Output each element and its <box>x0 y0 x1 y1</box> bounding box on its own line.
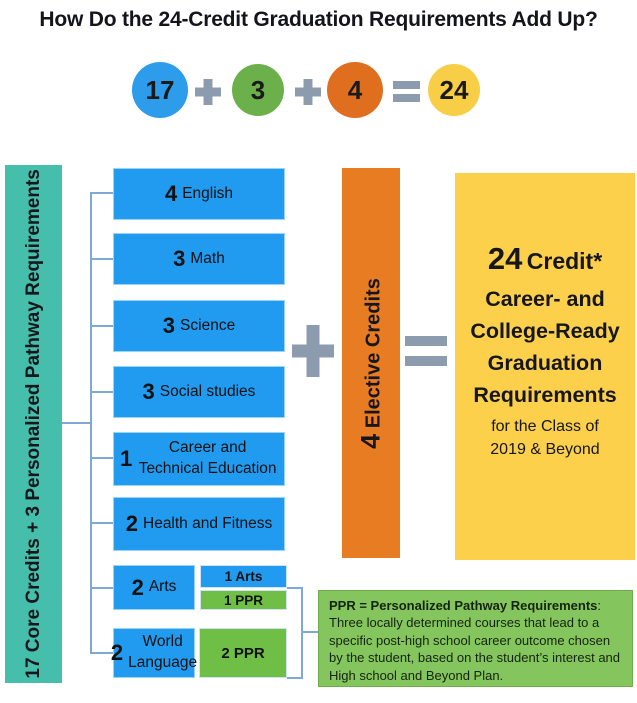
ppr-credits-circle: 3 <box>232 64 284 116</box>
bracket-stub-line <box>90 325 113 327</box>
equals-icon <box>405 336 447 366</box>
sub-box-arts-ppr-label: 1 PPR <box>223 592 264 608</box>
ppr-credits-value: 3 <box>250 74 266 105</box>
cte-label: Career and Technical Education <box>138 439 277 477</box>
ppr-note-body: : Three locally determined courses that … <box>329 598 621 683</box>
english-label: English <box>182 184 234 202</box>
english-credits: 4 <box>164 181 178 207</box>
plus-icon <box>292 325 334 377</box>
world-language-label: World Language <box>128 633 198 671</box>
social-studies-label: Social studies <box>159 382 256 400</box>
sub-box-arts-credit-label: 1 Arts <box>224 569 263 584</box>
sub-box-world-ppr: 2 PPR <box>199 628 287 678</box>
subject-box-health-fitness: 2 Health and Fitness <box>113 497 285 551</box>
page-title: How Do the 24-Credit Graduation Requirem… <box>39 8 598 31</box>
sub-box-arts-credit: 1 Arts <box>200 565 287 588</box>
result-line: Requirements <box>473 383 617 407</box>
plus-icon <box>295 79 321 105</box>
social-studies-credits: 3 <box>142 379 155 405</box>
sub-box-world-ppr-label: 2 PPR <box>221 644 265 662</box>
plus-icon <box>195 79 221 105</box>
health-fitness-label: Health and Fitness <box>143 514 273 532</box>
result-footnote: for the Class of 2019 & Beyond <box>490 418 600 458</box>
result-credit-label: Credit* <box>526 248 603 274</box>
ppr-bracket-vertical-line <box>301 587 303 679</box>
result-credits: 24 <box>487 241 523 276</box>
ppr-bracket-stub-line <box>287 587 302 589</box>
cte-credits: 1 <box>120 446 133 472</box>
elective-bar-credits: 4 <box>355 433 386 449</box>
bracket-stub-line <box>90 391 113 393</box>
ppr-note-lead: PPR = Personalized Pathway Requirements <box>329 598 598 613</box>
equals-icon <box>393 81 420 102</box>
science-label: Science <box>180 316 236 334</box>
subject-box-world-language: 2 World Language <box>110 628 198 678</box>
world-language-credits: 2 <box>110 640 124 666</box>
bracket-vertical-line <box>90 192 92 654</box>
science-credits: 3 <box>162 313 176 339</box>
core-credits-circle: 17 <box>132 62 188 118</box>
ppr-bracket-connector-line <box>301 631 318 633</box>
bracket-stub-line <box>90 457 113 459</box>
math-credits: 3 <box>173 246 186 272</box>
total-credits-circle: 24 <box>428 64 480 116</box>
core-credits-value: 17 <box>145 74 175 105</box>
elective-credits-value: 4 <box>347 74 363 105</box>
health-fitness-credits: 2 <box>125 511 138 537</box>
ppr-bracket-stub-line <box>287 677 302 679</box>
math-label: Math <box>190 249 225 267</box>
bracket-stub-line <box>90 258 113 260</box>
subject-box-cte: 1 Career and Technical Education <box>113 432 285 486</box>
subject-box-arts: 2 Arts <box>113 565 195 610</box>
subject-box-science: 3 Science <box>113 300 285 352</box>
subject-box-math: 3 Math <box>113 233 285 285</box>
elective-bar-label: Elective Credits <box>362 277 385 428</box>
result-headline: 24 Credit* <box>455 241 635 277</box>
result-box: 24 Credit* Career- and College-Ready Gra… <box>455 173 635 560</box>
core-credits-bar: 17 Core Credits + 3 Personalized Pathway… <box>5 165 62 683</box>
core-credits-bar-label: 17 Core Credits + 3 Personalized Pathway… <box>22 169 44 679</box>
bracket-stub-line <box>90 652 113 654</box>
result-line: Career- and <box>485 287 605 311</box>
result-line: College-Ready <box>470 319 620 343</box>
total-credits-value: 24 <box>439 74 469 105</box>
subject-box-social-studies: 3 Social studies <box>113 366 285 418</box>
sub-box-arts-ppr: 1 PPR <box>200 590 287 610</box>
bracket-connector-line <box>62 422 90 424</box>
elective-credits-circle: 4 <box>327 62 383 118</box>
bracket-stub-line <box>90 522 113 524</box>
subject-box-english: 4 English <box>113 168 285 220</box>
bracket-stub-line <box>90 587 113 589</box>
elective-credits-bar: 4 Elective Credits <box>342 168 400 558</box>
ppr-note-box: PPR = Personalized Pathway Requirements:… <box>318 590 633 687</box>
arts-credits: 2 <box>131 574 144 600</box>
result-line: Graduation <box>487 351 603 375</box>
bracket-stub-line <box>90 192 113 194</box>
arts-label: Arts <box>148 578 177 596</box>
